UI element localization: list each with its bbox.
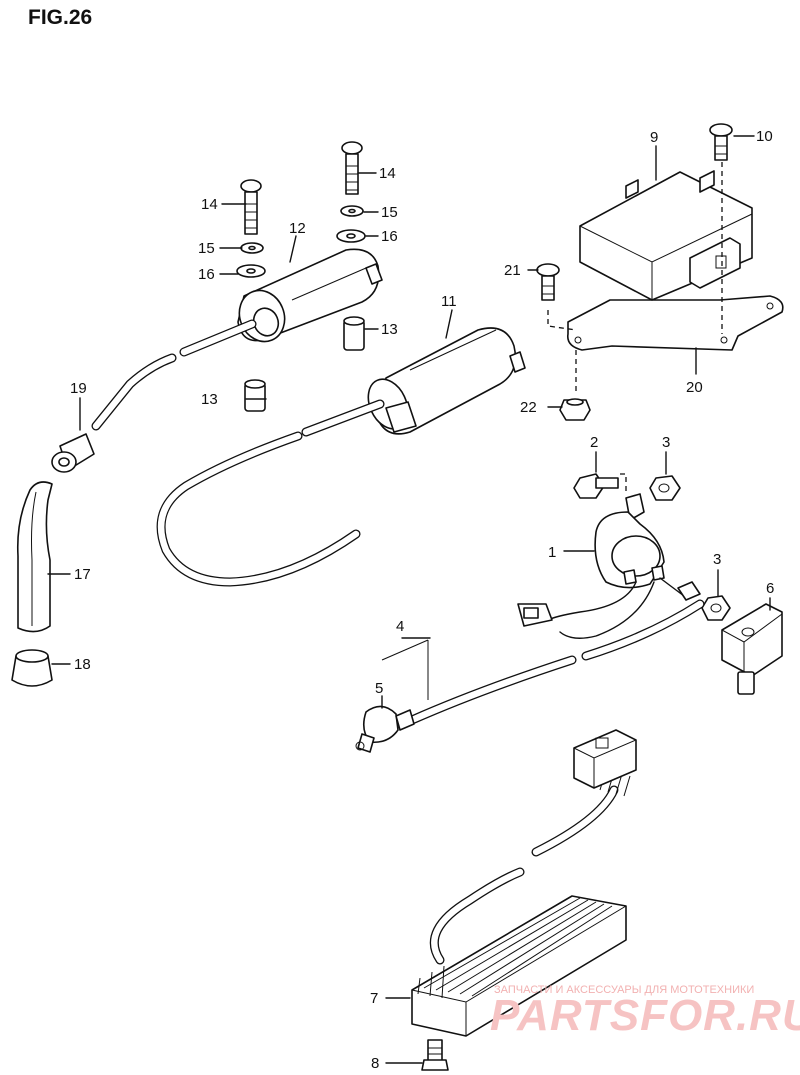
- sensor-6: [721, 603, 783, 695]
- nut-3-lower: [701, 595, 731, 621]
- callout-3-upper: 3: [662, 434, 670, 451]
- callout-2: 2: [590, 434, 598, 451]
- regulator-7: [411, 895, 627, 1037]
- leader-lines: [47, 135, 771, 1064]
- callout-18: 18: [74, 656, 91, 673]
- callout-7: 7: [370, 990, 378, 1007]
- callout-12: 12: [289, 220, 306, 237]
- washer-15-left: [240, 242, 264, 254]
- callout-6: 6: [766, 580, 774, 597]
- bracket-20: [566, 295, 784, 351]
- bolt-8: [421, 1039, 449, 1071]
- callout-5: 5: [375, 680, 383, 697]
- harness-4: [381, 599, 705, 725]
- callout-4: 4: [396, 618, 404, 635]
- callout-20: 20: [686, 379, 703, 396]
- nut-22: [559, 398, 591, 421]
- regulator-cable: [429, 769, 631, 965]
- callout-14-left: 14: [201, 196, 218, 213]
- washer-15-right: [340, 205, 364, 217]
- ignition-coil-11: [367, 327, 526, 435]
- callout-17: 17: [74, 566, 91, 583]
- screw-14-right: [341, 141, 363, 195]
- seal-18: [11, 649, 53, 687]
- callout-8: 8: [371, 1055, 379, 1072]
- plug-5: [355, 705, 415, 753]
- relay-wires: [517, 577, 701, 639]
- callout-16-right: 16: [381, 228, 398, 245]
- washer-16-left: [236, 264, 266, 278]
- bolt-2: [573, 473, 619, 499]
- callout-3-lower: 3: [713, 551, 721, 568]
- callout-16-left: 16: [198, 266, 215, 283]
- watermark-tagline: ЗАПЧАСТИ И АКСЕССУАРЫ ДЛЯ МОТОТЕХНИКИ: [494, 984, 754, 996]
- washer-16-right: [336, 229, 366, 243]
- callout-labels: 1 2 3 3 4 5 6 7 8 9 10 11 12 13 13 14 14…: [70, 128, 774, 1072]
- watermark: ЗАПЧАСТИ И АКСЕССУАРЫ ДЛЯ МОТОТЕХНИКИ PA…: [490, 984, 800, 1040]
- watermark-brand: PARTSFOR.RU: [490, 991, 800, 1040]
- callout-13-lower: 13: [201, 391, 218, 408]
- screw-14-left: [240, 179, 262, 235]
- regulator-connector: [573, 729, 637, 789]
- callout-15-right: 15: [381, 204, 398, 221]
- callout-21: 21: [504, 262, 521, 279]
- callout-9: 9: [650, 129, 658, 146]
- callout-13-upper: 13: [381, 321, 398, 338]
- nut-3-upper: [649, 475, 681, 501]
- collar-13-upper: [343, 316, 365, 351]
- screw-10: [709, 123, 733, 161]
- callout-19: 19: [70, 380, 87, 397]
- callout-14-right: 14: [379, 165, 396, 182]
- starter-relay-1: [594, 493, 665, 589]
- callout-10: 10: [756, 128, 773, 145]
- callout-22: 22: [520, 399, 537, 416]
- figure-title: FIG.26: [28, 6, 92, 29]
- boot-17: [16, 481, 53, 633]
- plug-cap-19: [51, 433, 95, 473]
- control-unit-9: [579, 170, 753, 301]
- guide-2: [620, 473, 627, 494]
- hv-lead-11: [156, 399, 385, 587]
- collar-13-lower: [244, 379, 266, 412]
- screw-21: [536, 263, 560, 301]
- callout-11: 11: [441, 293, 457, 310]
- hv-lead-12: [91, 319, 257, 431]
- callout-15-left: 15: [198, 240, 215, 257]
- callout-1: 1: [548, 544, 556, 561]
